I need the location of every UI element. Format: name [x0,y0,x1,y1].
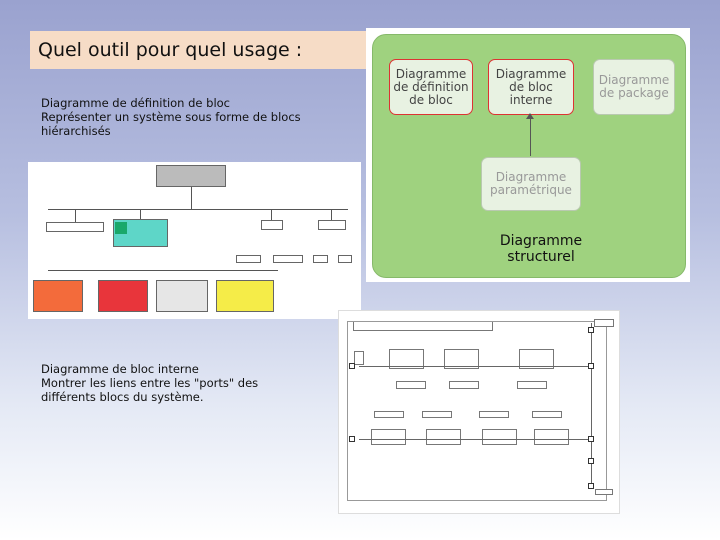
ibd-port [588,327,594,333]
ibd-box-line-2: de bloc [509,79,553,94]
bdd-block-yellow [216,280,274,312]
package-diagram-box: Diagramme de package [593,59,675,115]
parametric-diagram-box: Diagramme paramétrique [481,157,581,211]
ibd-block [444,349,479,369]
bdd-block [236,255,261,263]
ibd-block [449,381,479,389]
ibd-heading: Diagramme de bloc interne [41,362,199,376]
bdd-block [261,220,283,230]
bdd-block-grey [156,280,208,312]
ibd-block [374,411,404,418]
bdd-block-red [98,280,148,312]
ibd-block [371,429,406,445]
ibd-block [519,349,554,369]
bdd-block-cyan-tag [115,222,127,234]
bdd-block [313,255,328,263]
ibd-frame [347,321,607,501]
connector-line [530,114,531,156]
ibd-description: Diagramme de bloc interne Montrer les li… [41,362,258,404]
ibd-block [517,381,547,389]
ibd-block [396,381,426,389]
ibd-block [595,489,613,495]
bdd-block-orange [33,280,83,312]
ibd-port [588,483,594,489]
ibd-port [588,458,594,464]
structural-diagram-image: Diagramme de définition de bloc Diagramm… [366,28,690,282]
bdd-desc-line-2: hiérarchisés [41,124,111,138]
bdd-box-line-2: de définition [393,79,469,94]
package-box-line-1: Diagramme [598,73,670,87]
parametric-box-line-1: Diagramme [495,170,567,184]
bdd-diagram-box: Diagramme de définition de bloc [389,59,473,115]
bdd-root-block [156,165,226,187]
ibd-block [479,411,509,418]
bdd-desc-line-1: Représenter un système sous forme de blo… [41,110,301,124]
ibd-diagram-box: Diagramme de bloc interne [488,59,574,115]
bdd-block [318,220,346,230]
ibd-block [426,429,461,445]
ibd-desc-line-1: Montrer les liens entre les "ports" des [41,376,259,390]
ibd-box-line-1: Diagramme [495,66,567,81]
slide-title-box: Quel outil pour quel usage : [30,31,368,69]
ibd-block [534,429,569,445]
ibd-actor [354,351,364,365]
ibd-port [349,436,355,442]
bdd-box-line-3: de bloc [409,92,453,107]
ibd-box-line-3: interne [509,92,553,107]
parametric-box-line-2: paramétrique [490,183,572,197]
slide-title: Quel outil pour quel usage : [38,39,303,61]
ibd-port [349,363,355,369]
ibd-port [588,363,594,369]
structural-label-line-1: Diagramme [499,233,583,249]
structural-diagram-panel: Diagramme de définition de bloc Diagramm… [372,34,686,278]
ibd-example-image [338,310,620,514]
ibd-block [482,429,517,445]
bdd-block [338,255,352,263]
ibd-block [532,411,562,418]
arrowhead-icon [526,113,534,119]
structural-label-line-2: structurel [507,249,575,265]
bdd-example-image [28,162,361,319]
bdd-description: Diagramme de définition de bloc Représen… [41,96,301,138]
ibd-block [422,411,452,418]
structural-diagram-label: Diagramme structurel [481,233,601,265]
package-box-line-2: de package [599,86,669,100]
ibd-port [588,436,594,442]
ibd-desc-line-2: différents blocs du système. [41,390,204,404]
ibd-block [594,319,614,327]
ibd-block [389,349,424,369]
bdd-block [273,255,303,263]
bdd-heading: Diagramme de définition de bloc [41,96,231,110]
bdd-box-line-1: Diagramme [395,66,467,81]
bdd-block [46,222,104,232]
